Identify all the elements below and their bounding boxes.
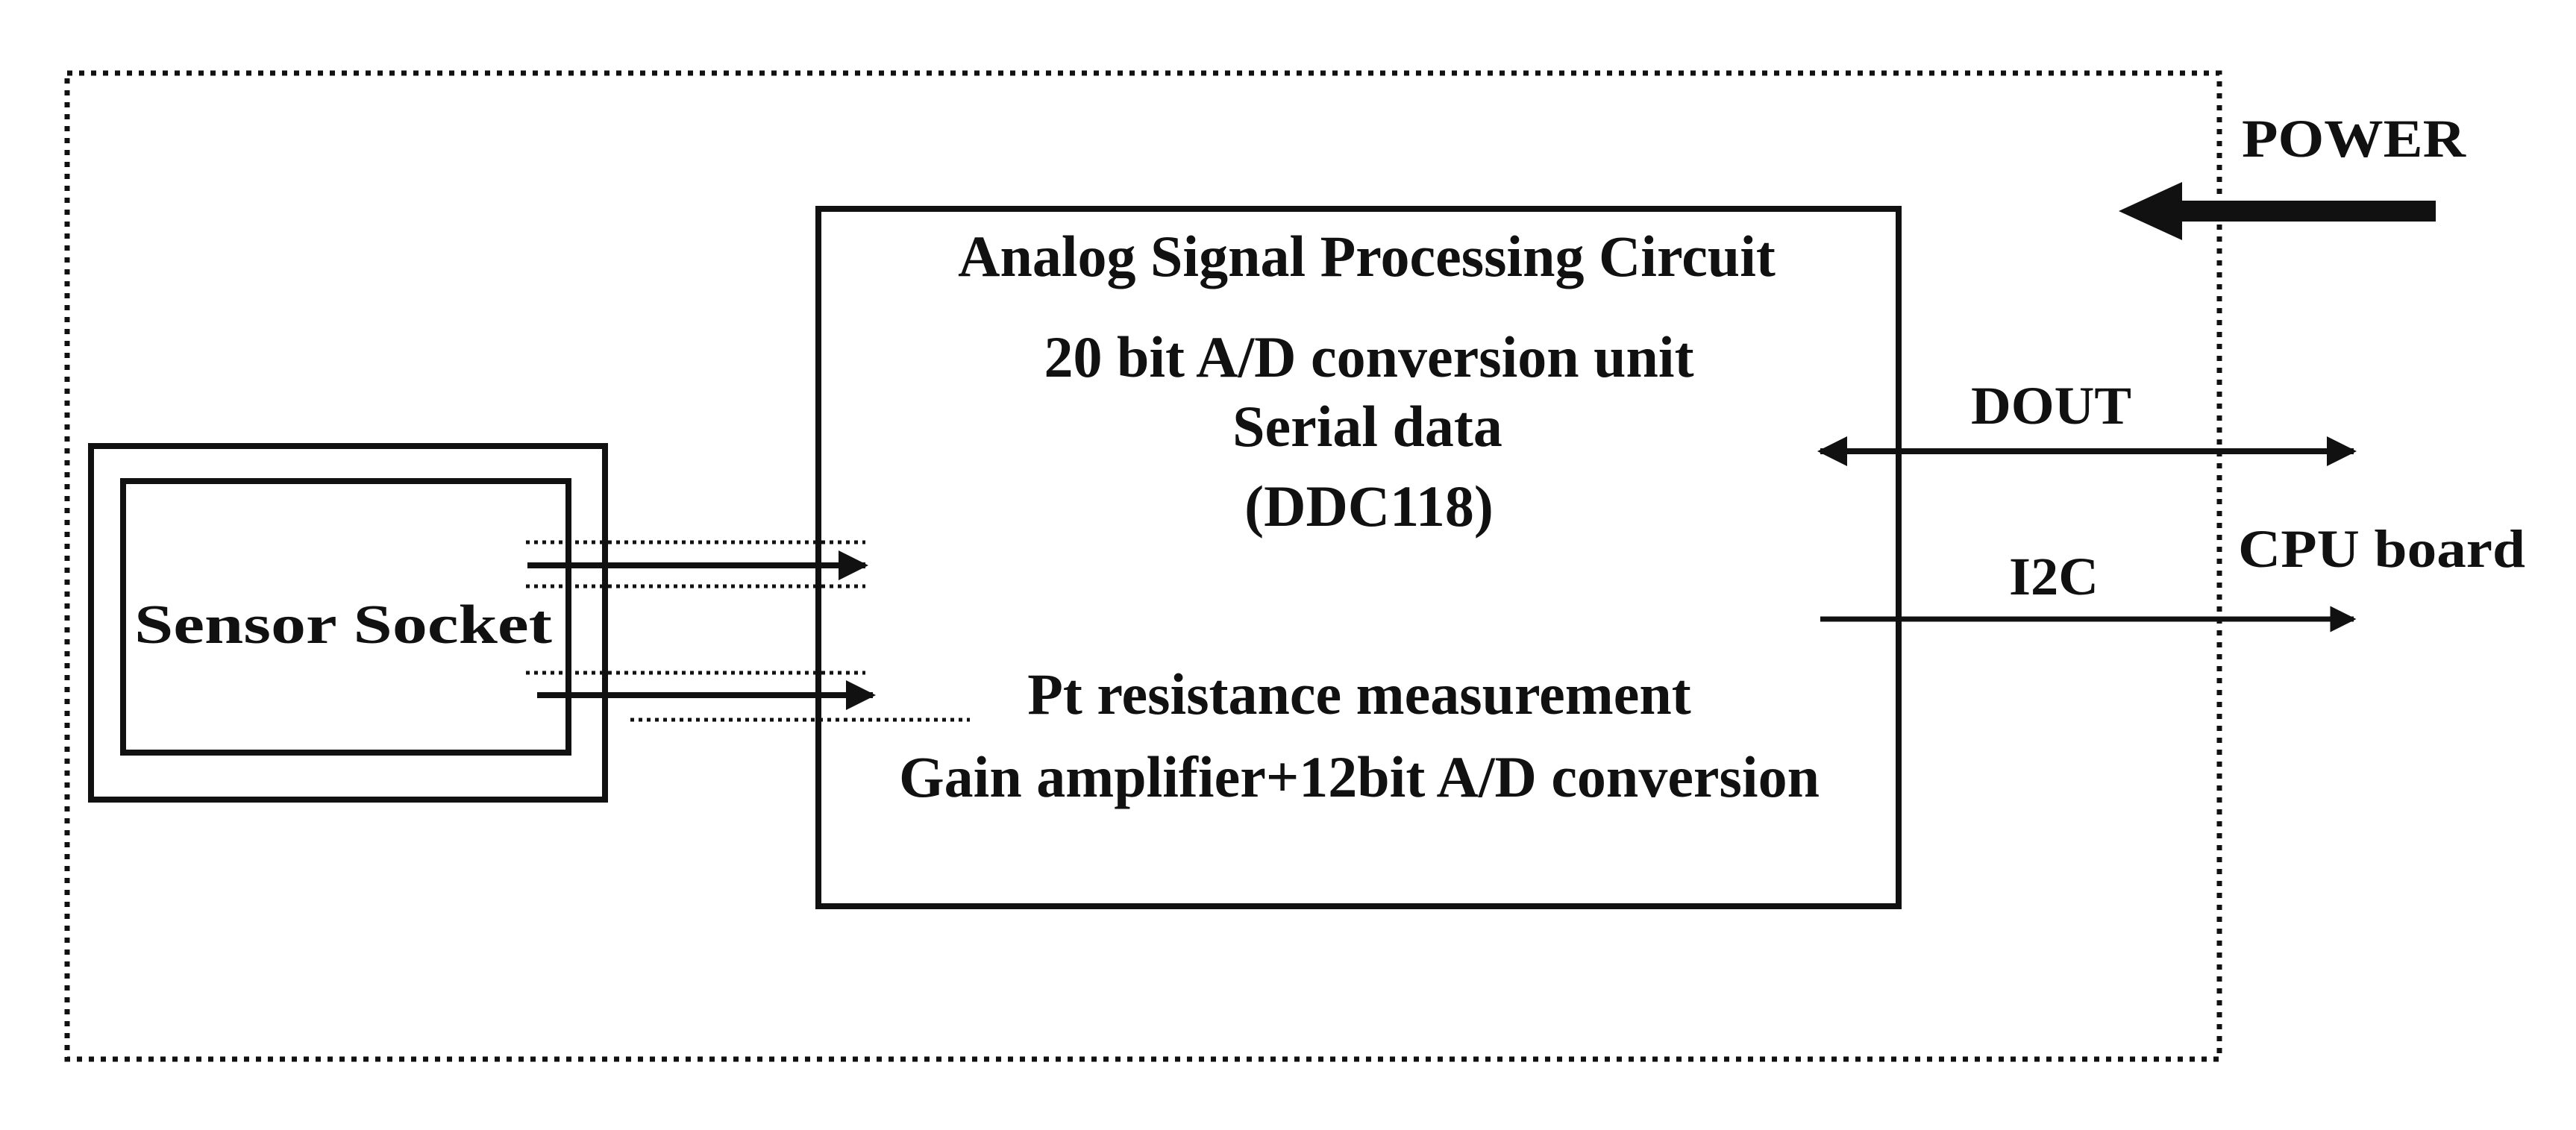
chip-label: (DDC118)	[1244, 474, 1494, 539]
dout-label: DOUT	[1971, 376, 2131, 436]
gain-amplifier-label: Gain amplifier+12bit A/D conversion	[899, 744, 1820, 809]
power-label: POWER	[2242, 109, 2466, 169]
ad-conversion-unit-label: 20 bit A/D conversion unit	[1044, 324, 1693, 389]
i2c-label: I2C	[2009, 547, 2099, 606]
power-arrow	[2119, 182, 2436, 240]
sensor-socket-outer-box	[88, 443, 608, 803]
processing-circuit-title: Analog Signal Processing Circuit	[958, 224, 1776, 289]
processing-circuit-block	[815, 206, 1902, 909]
cpu-board-label: CPU board	[2238, 519, 2525, 579]
board-boundary	[64, 70, 2222, 1062]
serial-data-label: Serial data	[1232, 394, 1502, 459]
sensor-socket-inner-box	[120, 478, 571, 756]
sensor-socket-label: Sensor Socket	[134, 594, 552, 656]
pt-resistance-label: Pt resistance measurement	[1027, 662, 1691, 726]
